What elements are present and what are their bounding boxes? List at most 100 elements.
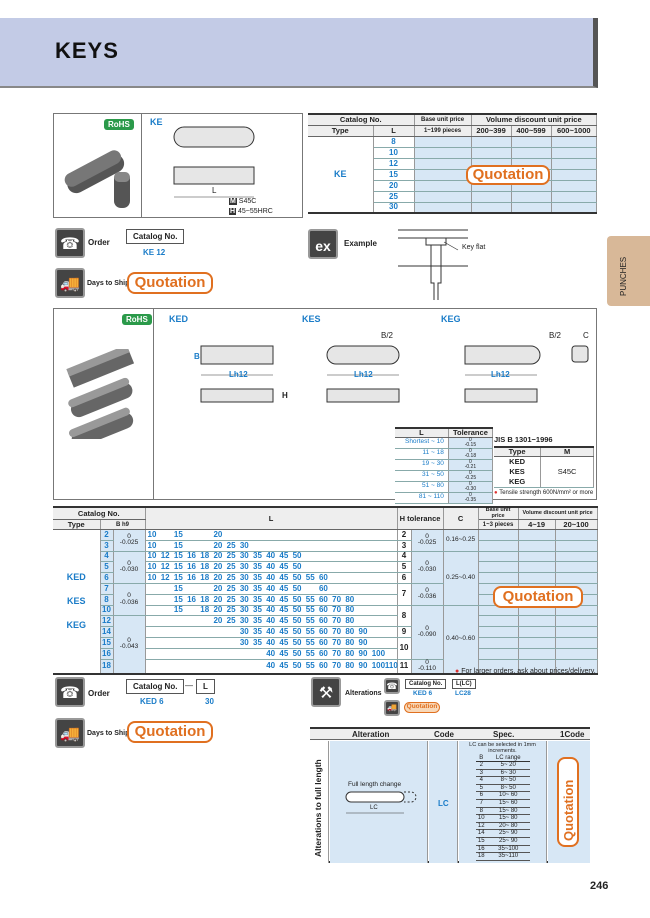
L-value: 45: [279, 648, 289, 658]
L-value: 45: [279, 594, 289, 604]
upper-tol: 0: [127, 559, 131, 567]
L-value: [187, 628, 200, 636]
L-value: [385, 639, 398, 647]
L-value: [306, 585, 319, 593]
B-cell: 12: [100, 615, 114, 628]
B-cell: 15: [100, 637, 114, 649]
L-value: 70: [332, 605, 342, 615]
L-value: 90: [358, 637, 368, 647]
L-value: 50: [292, 627, 302, 637]
L-value: [332, 563, 345, 571]
L-value: [174, 617, 187, 625]
side-tab-punches[interactable]: PUNCHES: [607, 236, 650, 306]
L-value: 50: [292, 648, 302, 658]
L-value: [345, 563, 358, 571]
B-cell: 18: [100, 659, 114, 675]
L-value: [187, 617, 200, 625]
price-cell: [518, 529, 556, 541]
tolerance: 0-0.025: [418, 533, 436, 547]
lc-range: 35~110: [487, 852, 530, 861]
th-volume: Volume discount unit price: [518, 507, 598, 520]
L-value: 35: [253, 637, 262, 647]
L-value: 90: [358, 648, 368, 658]
L-value: 100: [371, 648, 386, 658]
L-value: [148, 639, 161, 647]
lower-tol: -0.036: [417, 593, 437, 601]
L-value: 25: [226, 605, 236, 615]
alt-example-catalog: KED 6: [413, 690, 433, 697]
price-cell: [518, 615, 556, 628]
price-cell: [555, 637, 598, 649]
price-cell: [551, 191, 598, 203]
L-cell: 12: [373, 158, 415, 170]
th-L: L: [145, 507, 398, 530]
L-value: 40: [266, 583, 276, 593]
price-cell: [551, 180, 598, 192]
L-range: Shortest ~ 10: [395, 437, 449, 449]
price-cell: [478, 615, 519, 628]
L-value: 15: [173, 583, 183, 593]
L-value: 18: [200, 573, 210, 583]
L-value: [345, 552, 358, 560]
L-value: [372, 617, 385, 625]
drill-alterations-icon: ⚒: [311, 677, 341, 707]
H-cell: 10: [397, 637, 412, 660]
H-tolerance: 0-0.090: [411, 605, 444, 660]
lc-range: 5~ 20: [487, 761, 530, 770]
L-value: 45: [279, 562, 289, 572]
tolerance: 0-0.030: [418, 560, 436, 574]
L-value: [385, 628, 398, 636]
L-value: 12: [160, 551, 170, 561]
L-value: [359, 542, 372, 550]
B-value: 10: [475, 814, 487, 823]
price-cell: [551, 147, 598, 159]
th-B: B: [475, 755, 487, 762]
B-value: 18: [475, 852, 487, 861]
L-cell: 30: [373, 202, 415, 214]
L-value: 40: [266, 648, 276, 658]
catalog-no-box: Catalog No.: [405, 679, 447, 689]
L-value: [253, 531, 266, 539]
L-value: [332, 585, 345, 593]
larger-orders-note: ● For larger orders, ask about prices/de…: [455, 668, 596, 675]
L-value: 30: [239, 637, 249, 647]
B-value: 5: [475, 784, 487, 793]
L-value: 40: [266, 627, 276, 637]
price-cell: [478, 648, 519, 660]
L-value: 40: [266, 594, 276, 604]
L-value: 18: [200, 562, 210, 572]
L-value: [200, 650, 213, 658]
L-value: [240, 531, 253, 539]
th-alteration: Alteration: [352, 730, 390, 739]
L-value: 10: [147, 540, 157, 550]
page-title: KEYS: [55, 38, 119, 63]
th-lc-range: LC range: [487, 755, 530, 762]
L-value: 20: [213, 529, 223, 539]
L-value: 35: [253, 573, 262, 583]
price-cell: [478, 659, 519, 675]
B-cell: 7: [100, 583, 114, 595]
L-value: [161, 628, 174, 636]
L-value: 30: [239, 573, 249, 583]
L-value: [213, 662, 226, 670]
H-tolerance: 0-0.025: [411, 529, 444, 552]
L-value: [372, 596, 385, 604]
L-value: 10: [147, 529, 157, 539]
L-value: 18: [200, 605, 210, 615]
ked-photo: RoHS: [54, 309, 154, 500]
L-value: [148, 650, 161, 658]
price-cell: [518, 637, 556, 649]
quotation-badge: Quotation: [466, 165, 550, 185]
price-cell: [555, 551, 598, 563]
L-value: 45: [279, 573, 289, 583]
tolerance-cell: 0-0.21: [448, 459, 494, 471]
price-cell: [471, 191, 512, 203]
